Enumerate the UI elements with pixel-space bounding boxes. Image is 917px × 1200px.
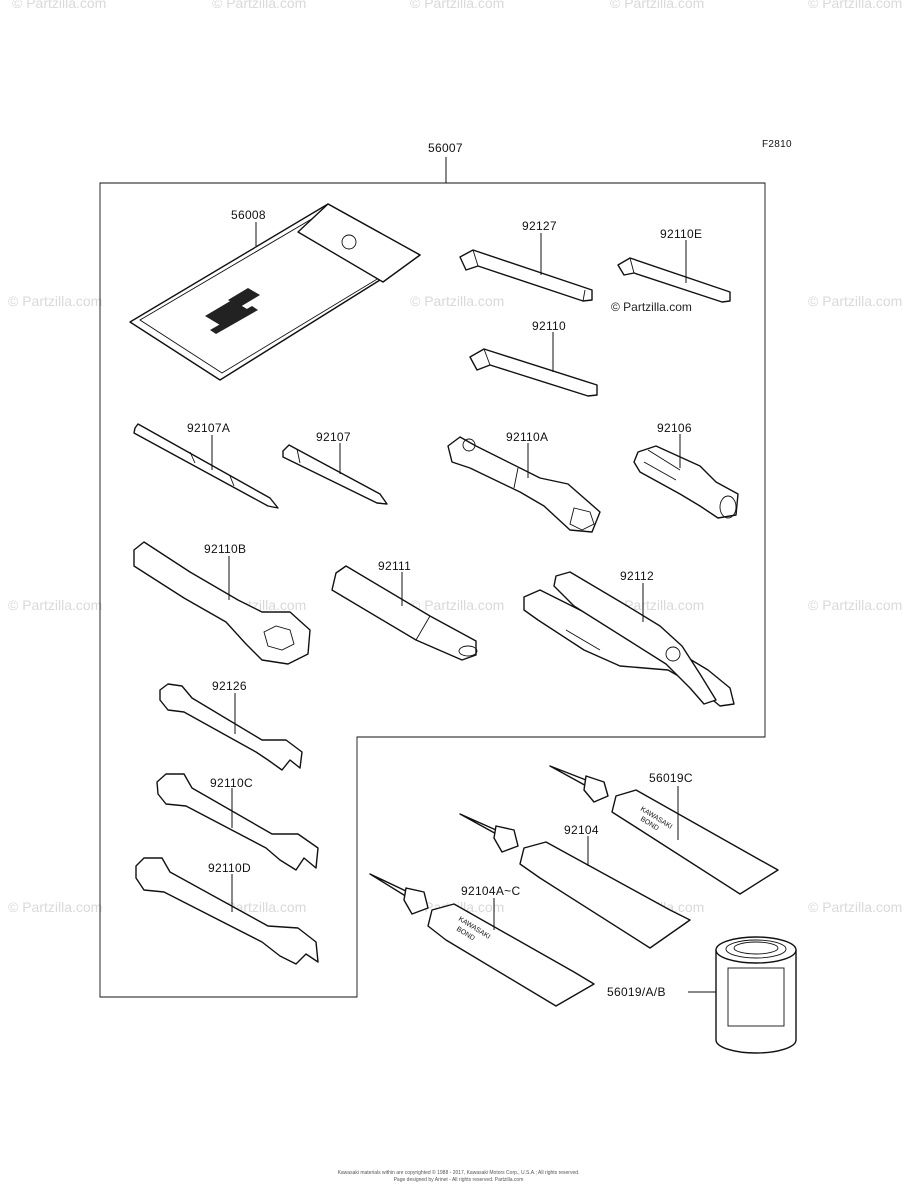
part-label: 56019/A/B: [607, 985, 666, 999]
part-label: 92110A: [506, 430, 548, 444]
watermark: © Partzilla.com: [8, 899, 102, 915]
part-label: 92104A~C: [461, 884, 520, 898]
part-92126[interactable]: [159, 683, 303, 771]
watermark: © Partzilla.com: [212, 0, 306, 11]
footer-credit: Page designed by Arinet - All rights res…: [393, 1177, 524, 1183]
part-label: 92106: [657, 421, 692, 435]
watermark: © Partzilla.com: [410, 0, 504, 11]
footer-copyright: Kawasaki materials within are copyrighte…: [337, 1170, 580, 1176]
kit-outline: [99, 157, 766, 998]
part-92127[interactable]: [459, 233, 593, 302]
part-label: 92127: [522, 219, 557, 233]
part-label: 92110B: [204, 542, 246, 556]
part-92110c[interactable]: [156, 773, 319, 871]
part-92110d[interactable]: [135, 857, 319, 965]
watermark-overlay: © Partzilla.com: [611, 300, 692, 314]
part-92104[interactable]: [459, 813, 691, 949]
part-92110e[interactable]: [617, 240, 731, 303]
watermark: © Partzilla.com: [808, 0, 902, 11]
watermark: © Partzilla.com: [410, 293, 504, 309]
watermark: © Partzilla.com: [808, 597, 902, 613]
part-label: 92112: [620, 569, 654, 583]
part-92112[interactable]: [523, 571, 735, 707]
watermark: © Partzilla.com: [12, 0, 106, 11]
kawasaki-logo: [205, 288, 260, 334]
part-92110a[interactable]: [447, 436, 601, 533]
part-label: 92107A: [187, 421, 230, 435]
part-92106[interactable]: [633, 434, 739, 519]
part-92110[interactable]: [469, 332, 598, 397]
part-92107a[interactable]: [133, 423, 279, 509]
part-92110b[interactable]: [133, 541, 311, 665]
part-label: 92110E: [660, 227, 702, 241]
part-label: 92104: [564, 823, 599, 837]
part-92111[interactable]: [331, 565, 478, 661]
part-label: 92126: [212, 679, 247, 693]
part-label: 56019C: [649, 771, 693, 785]
watermark: © Partzilla.com: [610, 0, 704, 11]
watermark: © Partzilla.com: [8, 293, 102, 309]
kit-label: 56007: [428, 141, 463, 155]
figure-code: F2810: [762, 139, 792, 150]
watermark: © Partzilla.com: [808, 899, 902, 915]
part-92104ac[interactable]: KAWASAKI BOND: [369, 873, 595, 1007]
part-label: 92110D: [208, 861, 251, 875]
part-label: 92110: [532, 319, 566, 333]
watermark: © Partzilla.com: [808, 293, 902, 309]
part-92107[interactable]: [282, 443, 388, 505]
part-label: 92107: [316, 430, 351, 444]
part-56019ab[interactable]: [688, 936, 797, 1054]
part-56019c[interactable]: KAWASAKI BOND: [549, 765, 779, 895]
watermark: © Partzilla.com: [8, 597, 102, 613]
watermark: © Partzilla.com: [610, 597, 704, 613]
watermark: © Partzilla.com: [410, 597, 504, 613]
part-56008[interactable]: [129, 203, 421, 381]
part-label: 56008: [231, 208, 266, 222]
part-label: 92110C: [210, 776, 253, 790]
part-label: 92111: [378, 559, 411, 573]
